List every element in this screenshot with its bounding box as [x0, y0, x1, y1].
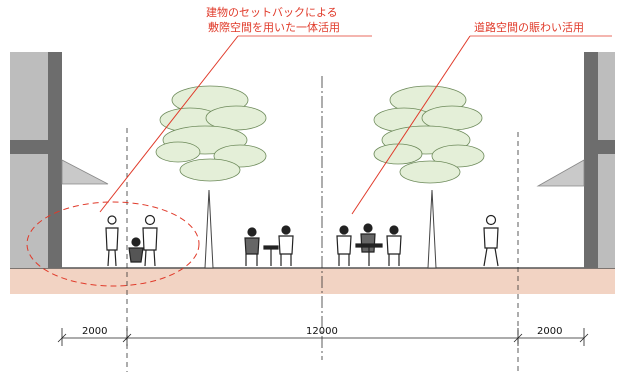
seated-person-left	[128, 237, 144, 263]
pedestrian-right	[483, 214, 499, 267]
right-building	[536, 52, 615, 268]
pedestrian-left-1	[105, 215, 119, 267]
dimension-line	[57, 328, 589, 346]
left-annotation-line2: 敷際空間を用いた一体活用	[208, 20, 340, 34]
right-annotation: 道路空間の賑わい活用	[474, 20, 584, 34]
left-annotation-leader	[99, 35, 239, 213]
setback-highlight-ellipse	[26, 201, 200, 287]
dimension-right: 2000	[537, 326, 562, 337]
left-building	[10, 52, 109, 268]
left-annotation-line1: 建物のセットバックによる	[206, 5, 338, 19]
cafe-group-right	[336, 223, 402, 266]
dimension-left: 2000	[82, 326, 107, 337]
dimension-center: 12000	[306, 326, 338, 337]
cafe-group-left	[244, 225, 294, 266]
right-annotation-leader	[351, 35, 471, 215]
pedestrian-left-2	[142, 214, 158, 267]
ground-strip	[10, 268, 615, 294]
right-tree	[373, 85, 485, 269]
left-tree	[155, 85, 267, 269]
